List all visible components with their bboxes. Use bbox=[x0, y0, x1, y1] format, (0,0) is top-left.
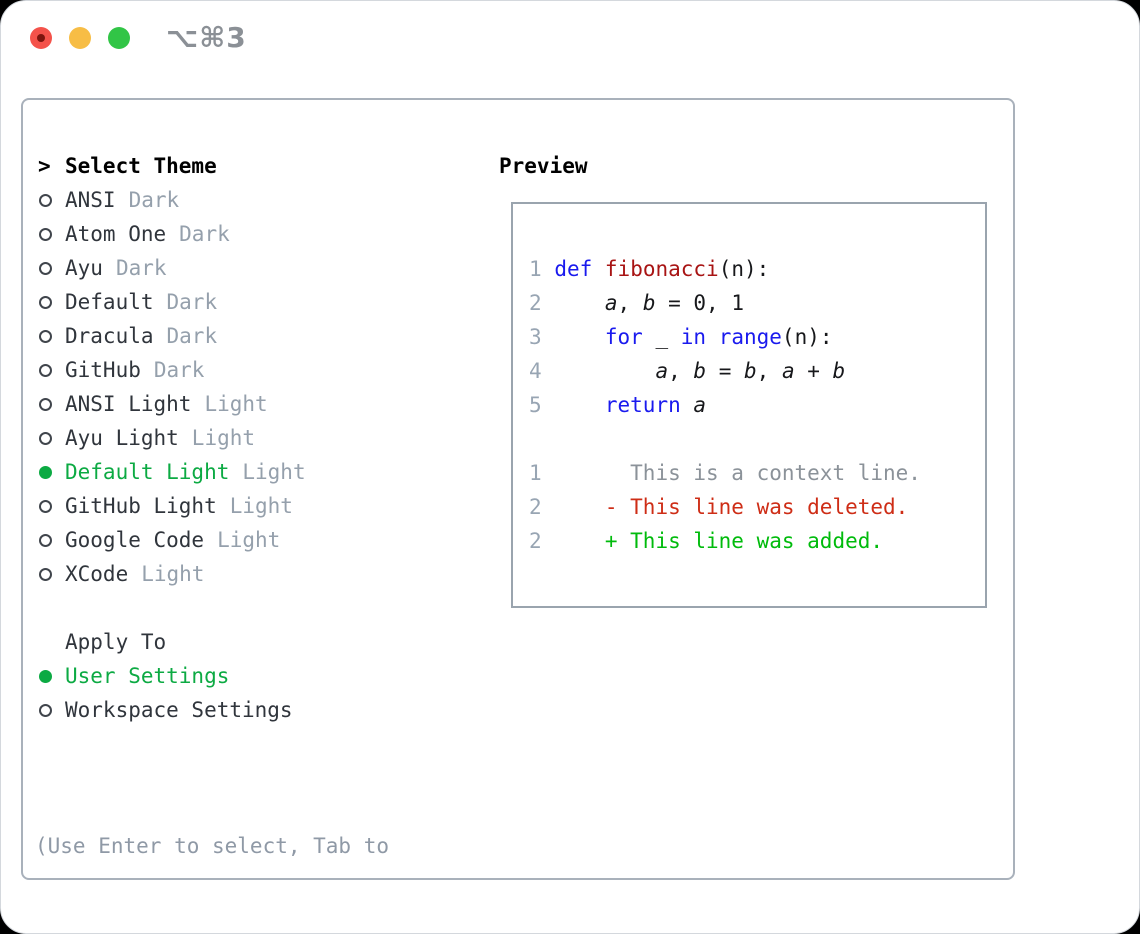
diff-deleted-line: 2 - This line was deleted. bbox=[529, 490, 985, 524]
apply-option-workspace-settings[interactable]: Workspace Settings bbox=[37, 693, 467, 727]
text-segment: for bbox=[604, 325, 643, 349]
window-title-shortcut: ⌥⌘3 bbox=[166, 21, 247, 54]
text-segment: + bbox=[794, 359, 833, 383]
help-text: (Use Enter to select, Tab to change focu… bbox=[35, 761, 390, 933]
preview-content: 1 def fibonacci(n): 2 a, b = 0, 1 3 for … bbox=[513, 204, 985, 558]
radio-icon bbox=[39, 295, 52, 309]
theme-option[interactable]: GitHub Dark bbox=[37, 353, 467, 387]
radio-icon bbox=[39, 261, 52, 275]
radio-icon bbox=[39, 397, 52, 411]
apply-to-group: Apply To User Settings Workspace Setting… bbox=[37, 625, 467, 727]
theme-option[interactable]: Default Light Light bbox=[37, 455, 467, 489]
radio-icon bbox=[39, 431, 52, 445]
text-segment: b bbox=[744, 359, 757, 383]
diff-added-line: 2 + This line was added. bbox=[529, 524, 985, 558]
minimize-button[interactable] bbox=[69, 27, 91, 49]
theme-option[interactable]: GitHub Light Light bbox=[37, 489, 467, 523]
cursor-icon: > bbox=[38, 154, 51, 178]
text-segment: , bbox=[668, 359, 694, 383]
text-segment bbox=[542, 393, 605, 417]
text-segment: fibonacci bbox=[604, 257, 719, 281]
text-segment: return bbox=[604, 393, 681, 417]
text-segment bbox=[542, 359, 656, 383]
radio-icon bbox=[39, 499, 52, 513]
text-segment bbox=[542, 325, 605, 349]
text-segment bbox=[542, 529, 605, 553]
text-segment bbox=[542, 495, 605, 519]
code-line: 1 def fibonacci(n): bbox=[529, 252, 985, 286]
text-segment: range bbox=[718, 325, 782, 349]
text-segment: , bbox=[617, 291, 643, 315]
unsaved-changes-dot bbox=[37, 34, 45, 42]
text-segment bbox=[706, 325, 719, 349]
blank-line bbox=[529, 422, 985, 456]
text-segment: This is a context line. bbox=[541, 461, 921, 485]
text-segment: - This line was deleted. bbox=[604, 495, 909, 519]
code-line: 5 return a bbox=[529, 388, 985, 422]
theme-option[interactable]: Ayu Dark bbox=[37, 251, 467, 285]
help-line: (Use Enter to select, Tab to bbox=[35, 834, 390, 858]
text-segment: + This line was added. bbox=[604, 529, 884, 553]
apply-to-header: Apply To bbox=[37, 625, 467, 659]
text-segment bbox=[592, 257, 605, 281]
text-segment: in bbox=[680, 325, 707, 349]
preview-box: 1 def fibonacci(n): 2 a, b = 0, 1 3 for … bbox=[511, 202, 987, 608]
text-segment bbox=[681, 393, 694, 417]
text-segment: 2 bbox=[529, 529, 542, 553]
text-segment bbox=[542, 257, 555, 281]
text-segment: 2 bbox=[529, 291, 542, 315]
radio-icon bbox=[39, 567, 52, 581]
theme-list-header: > Select Theme bbox=[37, 149, 467, 183]
code-line: 4 a, b = b, a + b bbox=[529, 354, 985, 388]
text-segment: def bbox=[554, 257, 593, 281]
text-segment: b bbox=[642, 291, 656, 315]
radio-icon bbox=[39, 465, 52, 479]
text-segment: = 0, 1 bbox=[655, 291, 744, 315]
text-segment: 4 bbox=[529, 359, 542, 383]
theme-option[interactable]: Dracula Dark bbox=[37, 319, 467, 353]
radio-icon bbox=[39, 669, 52, 683]
text-segment: b bbox=[693, 359, 707, 383]
theme-option[interactable]: Atom One Dark bbox=[37, 217, 467, 251]
text-segment: , bbox=[756, 359, 782, 383]
apply-option-user-settings[interactable]: User Settings bbox=[37, 659, 467, 693]
text-segment: (n): bbox=[718, 257, 770, 281]
text-segment: a bbox=[655, 359, 669, 383]
theme-option[interactable]: Ayu Light Light bbox=[37, 421, 467, 455]
text-segment: 3 bbox=[529, 325, 542, 349]
text-segment: 2 bbox=[529, 495, 542, 519]
theme-option[interactable]: ANSI Light Light bbox=[37, 387, 467, 421]
theme-option[interactable]: Google Code Light bbox=[37, 523, 467, 557]
text-segment: 1 bbox=[529, 461, 542, 485]
radio-icon bbox=[39, 533, 52, 547]
code-line: 3 for _ in range(n): bbox=[529, 320, 985, 354]
close-button[interactable] bbox=[30, 27, 52, 49]
text-segment: 1 bbox=[529, 257, 542, 281]
code-line: 2 a, b = 0, 1 bbox=[529, 286, 985, 320]
text-segment: 5 bbox=[529, 393, 542, 417]
text-segment bbox=[542, 291, 605, 315]
radio-icon bbox=[39, 363, 52, 377]
text-segment: (n): bbox=[781, 325, 833, 349]
text-segment: b bbox=[832, 359, 846, 383]
radio-icon bbox=[39, 227, 52, 241]
radio-icon bbox=[39, 703, 52, 717]
text-segment: = bbox=[706, 359, 744, 383]
text-segment: a bbox=[693, 393, 707, 417]
theme-option[interactable]: XCode Light bbox=[37, 557, 467, 591]
diff-context-line: 1 This is a context line. bbox=[529, 456, 985, 490]
text-segment: _ bbox=[642, 325, 681, 349]
preview-title: Preview bbox=[499, 154, 588, 178]
theme-list-title: Select Theme bbox=[65, 154, 217, 178]
theme-option[interactable]: ANSI Dark bbox=[37, 183, 467, 217]
text-segment: a bbox=[781, 359, 795, 383]
theme-option[interactable]: Default Dark bbox=[37, 285, 467, 319]
radio-icon bbox=[39, 193, 52, 207]
radio-icon bbox=[39, 329, 52, 343]
apply-to-title: Apply To bbox=[65, 630, 167, 654]
maximize-button[interactable] bbox=[108, 27, 130, 49]
theme-list: > Select Theme ANSI Dark Atom One Dark A… bbox=[37, 149, 467, 591]
text-segment: a bbox=[604, 291, 618, 315]
